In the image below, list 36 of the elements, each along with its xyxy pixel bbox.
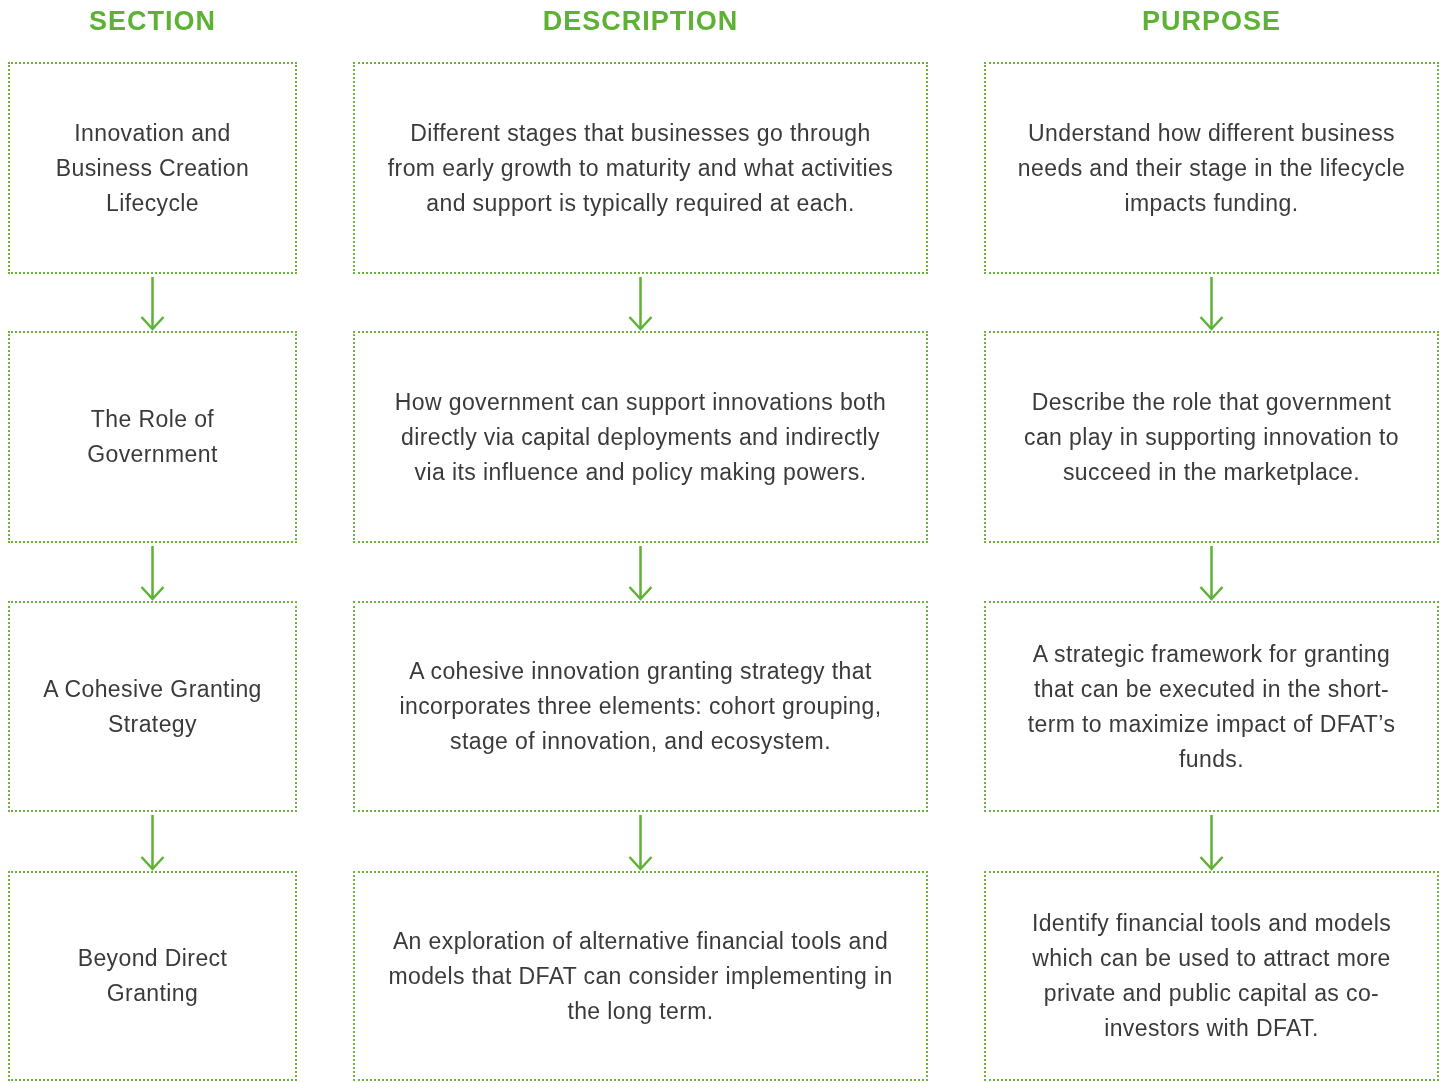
arrow [1199, 546, 1224, 601]
arrow [140, 546, 165, 601]
purpose-box [984, 331, 1439, 543]
description-box [353, 871, 928, 1081]
section-box [8, 871, 297, 1081]
arrow [1199, 815, 1224, 871]
purpose-box [984, 871, 1439, 1081]
arrow [628, 815, 653, 871]
box-text: Different stages that businesses go through from early growth to maturity and what activities and support is typically required at each. [386, 118, 895, 218]
box-text: Identify financial tools and models which can be used to attract more private and public capital as co-investors with DFAT. [1030, 909, 1393, 1043]
box-text: Understand how different business needs and their stage in the lifecycle impacts funding. [1016, 118, 1407, 218]
box-text: A Cohesive Granting Strategy [42, 674, 263, 739]
arrow [140, 815, 165, 871]
box-text: How government can support innovations both directly via capital deployments and indirectly via its influence and policy making powers. [393, 387, 888, 487]
box-text: Beyond Direct Granting [76, 944, 229, 1008]
box-text: An exploration of alternative financial tools and models that DFAT can consider implementing in the long term. [387, 926, 894, 1026]
section-box [8, 331, 297, 543]
section-box [8, 601, 297, 812]
description-box [353, 601, 928, 812]
box-text: A strategic framework for granting that can be executed in the short-term to maximize impact of DFAT’s funds. [1026, 639, 1397, 774]
box-text: Describe the role that government can play in supporting innovation to succeed in the marketplace. [1023, 387, 1400, 487]
box-text: A cohesive innovation granting strategy that incorporates three elements: cohort grouping, stage of innovation, and ecosystem. [398, 657, 883, 756]
column-heading: DESCRIPTION [542, 6, 739, 37]
purpose-box [984, 62, 1439, 274]
column-heading: PURPOSE [1142, 6, 1281, 37]
box-text: Innovation and Business Creation Lifecycle [54, 118, 251, 218]
box-text: The Role of Government [86, 405, 219, 469]
section-box [8, 62, 297, 274]
description-box [353, 62, 928, 274]
arrow [628, 546, 653, 601]
arrow [140, 277, 165, 331]
purpose-box [984, 601, 1439, 812]
arrow [628, 277, 653, 331]
description-box [353, 331, 928, 543]
arrow [1199, 277, 1224, 331]
column-heading: SECTION [89, 6, 216, 37]
